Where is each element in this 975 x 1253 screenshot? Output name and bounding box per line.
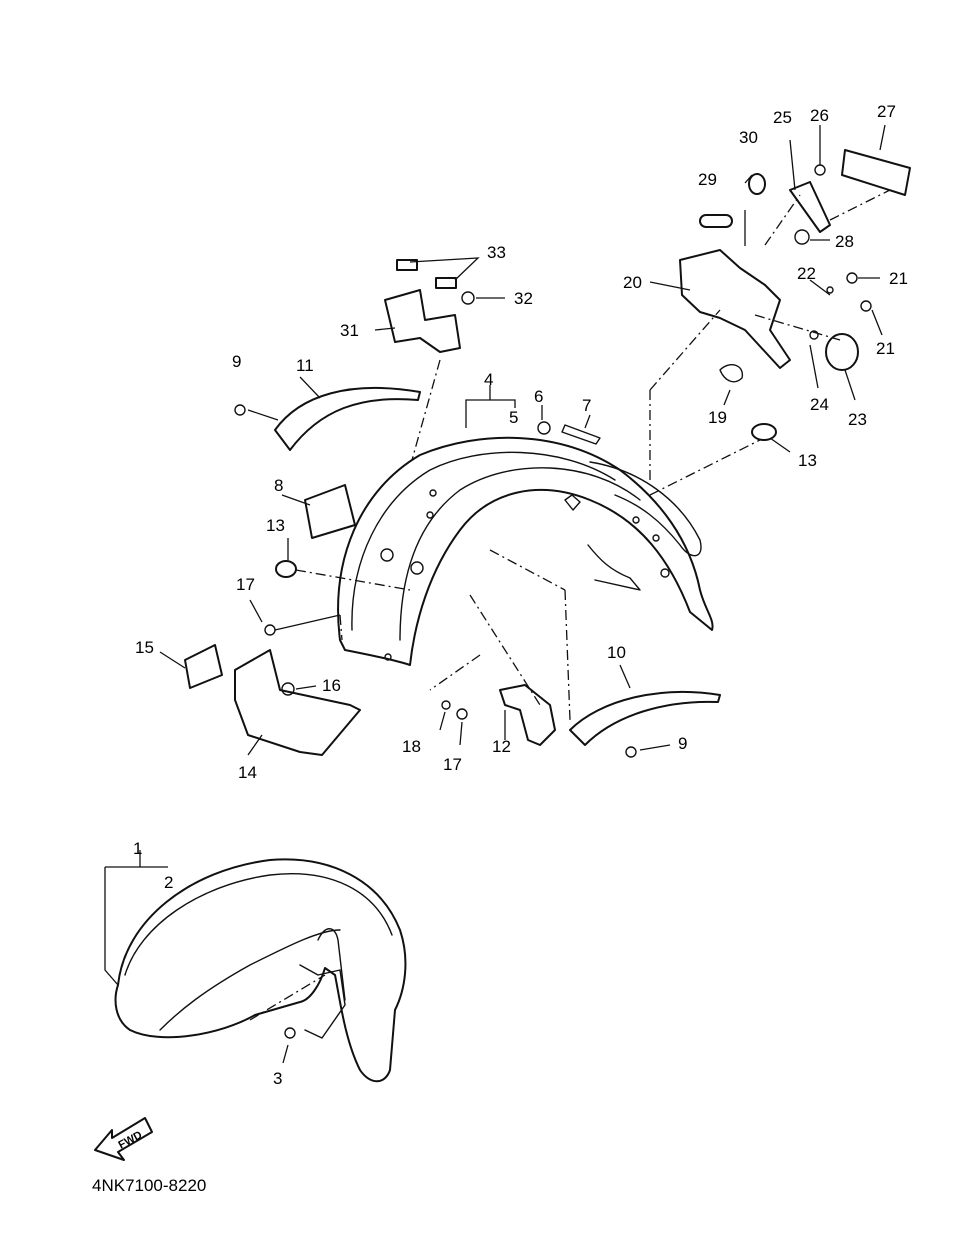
rear-fender: [337, 436, 714, 666]
callout-9-top: 9: [232, 352, 241, 371]
bracket-31: [384, 289, 461, 353]
callout-26: 26: [810, 106, 829, 125]
front-fender: [114, 858, 407, 1083]
callout-5: 5: [509, 408, 518, 427]
fwd-arrow-icon: FWD: [94, 1117, 153, 1161]
callout-24: 24: [810, 395, 829, 414]
callout-17-bottom: 17: [443, 755, 462, 774]
callout-14: 14: [238, 763, 257, 782]
plate-25: [789, 181, 831, 233]
callout-3: 3: [273, 1069, 282, 1088]
callout-19: 19: [708, 408, 727, 427]
callout-9-bottom: 9: [678, 734, 687, 753]
plate-27: [841, 149, 911, 196]
callout-22: 22: [797, 264, 816, 283]
callout-21-top: 21: [889, 269, 908, 288]
bracket-20: [679, 249, 791, 369]
diagram-code: 4NK7100-8220: [92, 1176, 207, 1195]
callout-1: 1: [133, 839, 142, 858]
cover-14: [234, 649, 361, 756]
callout-28: 28: [835, 232, 854, 251]
leader-lines: [104, 124, 886, 1064]
callout-27: 27: [877, 102, 896, 121]
callout-29: 29: [698, 170, 717, 189]
pad-33a: [396, 259, 418, 271]
callout-13-left: 13: [266, 516, 285, 535]
callout-16: 16: [322, 676, 341, 695]
callout-33: 33: [487, 243, 506, 262]
grommet-13-left: [275, 560, 297, 578]
callout-25: 25: [773, 108, 792, 127]
callout-15: 15: [135, 638, 154, 657]
callout-12: 12: [492, 737, 511, 756]
callout-20: 20: [623, 273, 642, 292]
cap-30: [748, 173, 766, 195]
fender-stay-right: [569, 690, 721, 746]
pad-33b: [435, 277, 457, 289]
callout-23: 23: [848, 410, 867, 429]
grommet-13-right: [751, 423, 777, 441]
callout-21-bottom: 21: [876, 339, 895, 358]
callout-11: 11: [296, 356, 314, 375]
callout-31: 31: [340, 321, 359, 340]
callouts: 1 2 3 4 5 6 7 8 9 9 10 11 12 13 13 14 15…: [133, 102, 908, 1088]
callout-7: 7: [582, 396, 591, 415]
plate-8: [304, 484, 356, 539]
callout-17-top: 17: [236, 575, 255, 594]
collar-29: [699, 214, 733, 228]
reflector-23: [825, 333, 859, 371]
callout-2: 2: [164, 873, 173, 892]
bracket-12: [499, 684, 556, 746]
fender-stay-left: [274, 386, 421, 451]
callout-8: 8: [274, 476, 283, 495]
callout-4: 4: [484, 370, 493, 389]
callout-13-right: 13: [798, 451, 817, 470]
callout-10: 10: [607, 643, 626, 662]
callout-32: 32: [514, 289, 533, 308]
callout-18: 18: [402, 737, 421, 756]
callout-30: 30: [739, 128, 758, 147]
screws: [234, 164, 872, 1039]
plate-15: [184, 644, 223, 689]
assembly-lines: [249, 189, 891, 1021]
callout-6: 6: [534, 387, 543, 406]
